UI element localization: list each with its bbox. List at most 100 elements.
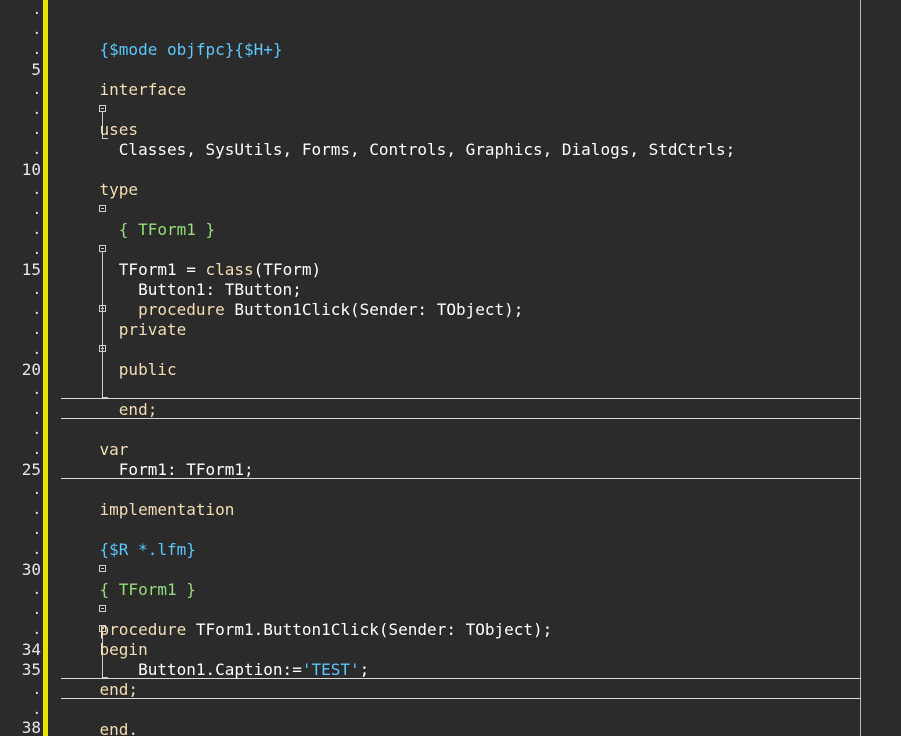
keyword: end; [99, 680, 139, 699]
identifier-text: TForm1 = [99, 260, 206, 279]
line-number: . [32, 602, 41, 618]
fold-toggle-icon[interactable] [99, 605, 106, 612]
section-separator [61, 698, 861, 699]
identifier-text: Button1.Caption:= [99, 660, 302, 679]
line-number: . [32, 202, 41, 218]
code-line[interactable]: public [61, 340, 177, 379]
modified-lines-bar [43, 0, 48, 736]
keyword: public [99, 360, 177, 379]
code-line[interactable]: implementation [61, 480, 235, 519]
code-line[interactable]: procedure Button1Click(Sender: TObject); [61, 280, 523, 319]
code-line[interactable]: procedure TForm1.Button1Click(Sender: TO… [61, 600, 553, 639]
fold-line [102, 632, 103, 678]
code-line[interactable]: end. [61, 700, 139, 736]
line-number: . [32, 522, 41, 538]
section-separator [61, 678, 861, 679]
keyword: implementation [99, 500, 235, 519]
line-number: . [32, 142, 41, 158]
keyword: procedure [99, 300, 225, 319]
line-number: . [32, 582, 41, 598]
fold-end [102, 397, 108, 398]
line-number: . [32, 422, 41, 438]
section-separator [61, 418, 861, 419]
line-number: . [32, 402, 41, 418]
section-separator [61, 398, 861, 399]
fold-toggle-icon[interactable] [99, 205, 106, 212]
line-number-gutter: . . . . 5 . . . . 10 . . . . 15 . . . . … [0, 0, 43, 736]
code-line[interactable]: { TForm1 } [61, 200, 215, 239]
keyword: procedure [99, 620, 187, 639]
line-number: . [32, 102, 41, 118]
fold-toggle-icon[interactable] [99, 305, 106, 312]
code-line[interactable]: Classes, SysUtils, Forms, Controls, Grap… [61, 120, 736, 159]
fold-line [102, 252, 103, 398]
code-line[interactable]: interface [61, 60, 187, 99]
code-line[interactable]: Button1.Caption:='TEST'; [61, 640, 369, 679]
keyword: class [205, 260, 254, 279]
keyword: end; [99, 400, 158, 419]
code-line[interactable]: end; [61, 380, 158, 419]
line-number: . [32, 342, 41, 358]
line-number: . [32, 22, 41, 38]
line-number: 25 [21, 460, 41, 479]
keyword: interface [99, 80, 187, 99]
keyword: type [99, 180, 139, 199]
line-number: . [32, 242, 41, 258]
line-number: 15 [21, 260, 41, 279]
keyword: uses [99, 120, 139, 139]
section-separator [61, 478, 861, 479]
identifier-text: Classes, SysUtils, Forms, Controls, Grap… [99, 140, 736, 159]
comment: { TForm1 } [99, 220, 216, 239]
line-number: 38 [21, 718, 41, 736]
line-number: . [32, 682, 41, 698]
keyword: private [99, 320, 187, 339]
identifier-text: ; [359, 660, 370, 679]
line-number: . [32, 502, 41, 518]
line-number: . [32, 222, 41, 238]
code-line[interactable]: type [61, 160, 139, 199]
fold-toggle-icon[interactable] [99, 565, 106, 572]
line-number: 5 [31, 60, 41, 79]
keyword: var [99, 440, 129, 459]
keyword: begin [99, 640, 148, 659]
line-number: . [32, 702, 41, 718]
identifier-text: TForm1.Button1Click(Sender: TObject); [186, 620, 553, 639]
line-number: . [32, 122, 41, 138]
identifier-text: Form1: TForm1; [99, 460, 254, 479]
comment: { TForm1 } [99, 580, 196, 599]
code-line[interactable]: {$mode objfpc}{$H+} [61, 20, 283, 59]
code-line[interactable]: Button1: TButton; [61, 260, 302, 299]
fold-toggle-icon[interactable] [99, 625, 106, 632]
code-line[interactable]: begin [61, 620, 148, 659]
fold-end [102, 677, 108, 678]
line-number: 10 [21, 160, 41, 179]
code-fold-gutter [48, 0, 108, 736]
line-number: . [32, 2, 41, 18]
code-line[interactable]: private [61, 300, 186, 339]
fold-end [102, 138, 108, 139]
line-number: . [32, 302, 41, 318]
line-number: 30 [21, 560, 41, 579]
code-line[interactable]: { TForm1 } [61, 560, 196, 599]
code-line[interactable]: {$R *.lfm} [61, 520, 196, 559]
line-number: . [32, 442, 41, 458]
code-line[interactable]: uses [61, 100, 139, 139]
line-number: . [32, 542, 41, 558]
code-line[interactable]: Form1: TForm1; [61, 440, 254, 479]
fold-toggle-icon[interactable] [99, 345, 106, 352]
line-number: . [32, 482, 41, 498]
fold-toggle-icon[interactable] [99, 105, 106, 112]
code-line[interactable]: end; [61, 660, 139, 699]
code-line[interactable]: var [61, 420, 129, 459]
line-number: . [32, 322, 41, 338]
identifier-text: Button1: TButton; [99, 280, 302, 299]
fold-line [102, 112, 103, 138]
line-number: . [32, 182, 41, 198]
identifier-text: (TForm) [253, 260, 322, 279]
code-line[interactable]: TForm1 = class(TForm) [61, 240, 321, 279]
line-number: 35 [21, 660, 41, 679]
fold-toggle-icon[interactable] [99, 245, 106, 252]
line-number: . [32, 622, 41, 638]
compiler-directive: {$R *.lfm} [99, 540, 196, 559]
